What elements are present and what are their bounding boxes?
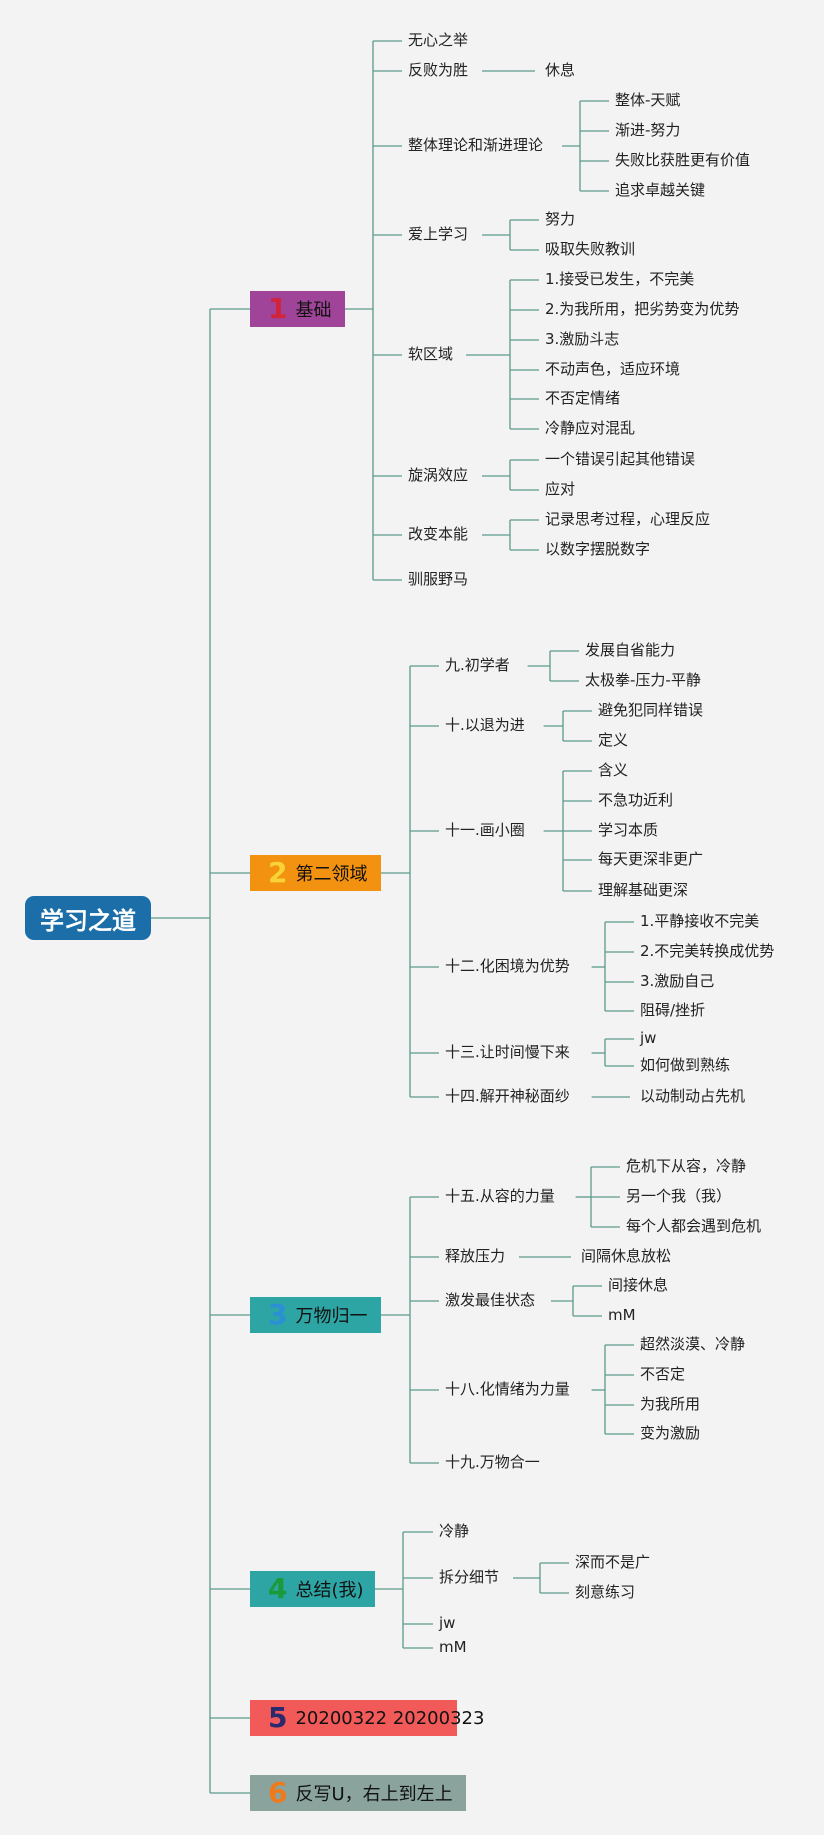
branch-node-1[interactable]: 1 基础	[250, 291, 345, 327]
subtopic-item[interactable]: 间接休息	[608, 1276, 669, 1294]
topic-item[interactable]: 十一.画小圈	[445, 821, 525, 839]
subtopic-item[interactable]: 冷静应对混乱	[545, 419, 636, 437]
branch-label: 反写U，右上到左上	[295, 1784, 453, 1805]
topic-item[interactable]: 激发最佳状态	[445, 1291, 536, 1309]
subtopic-item[interactable]: 失败比获胜更有价值	[615, 151, 751, 169]
branch-number: 1	[268, 292, 288, 325]
topic-item[interactable]: 改变本能	[408, 525, 469, 543]
branch-node-2[interactable]: 2 第二领域	[250, 855, 381, 891]
subtopic-item[interactable]: 学习本质	[598, 821, 659, 839]
topic-item[interactable]: 旋涡效应	[408, 466, 469, 484]
subtopic-item[interactable]: 整体-天赋	[615, 91, 681, 109]
subtopic-item[interactable]: 渐进-努力	[615, 121, 681, 139]
subtopic-item[interactable]: 定义	[598, 731, 629, 749]
topic-item[interactable]: 释放压力	[445, 1247, 506, 1265]
subtopic-item[interactable]: 努力	[545, 210, 576, 228]
topic-item[interactable]: jw	[439, 1614, 456, 1632]
branch-node-5[interactable]: 5 20200322 20200323	[250, 1700, 484, 1736]
topic-item[interactable]: 整体理论和渐进理论	[408, 136, 544, 154]
topic-item[interactable]: mM	[439, 1638, 467, 1656]
subtopic-item[interactable]: 3.激励斗志	[545, 330, 620, 348]
topic-item[interactable]: 十二.化困境为优势	[445, 957, 570, 975]
subtopic-item[interactable]: 1.平静接收不完美	[640, 912, 760, 930]
subtopic-item[interactable]: 休息	[545, 61, 576, 79]
subtopic-item[interactable]: 以数字摆脱数字	[545, 540, 651, 558]
topic-item[interactable]: 无心之举	[408, 31, 469, 49]
topic-item[interactable]: 爱上学习	[408, 225, 469, 243]
branch-label: 总结(我)	[295, 1580, 364, 1601]
subtopic-item[interactable]: 每个人都会遇到危机	[626, 1217, 762, 1235]
topic-item[interactable]: 十五.从容的力量	[445, 1187, 555, 1205]
subtopic-item[interactable]: 2.不完美转换成优势	[640, 942, 775, 960]
subtopic-item[interactable]: 记录思考过程，心理反应	[545, 510, 711, 528]
subtopic-item[interactable]: mM	[608, 1306, 636, 1324]
subtopic-item[interactable]: 以动制动占先机	[640, 1087, 746, 1105]
subtopic-item[interactable]: 间隔休息放松	[581, 1247, 672, 1265]
branch-label: 20200322 20200323	[295, 1707, 485, 1729]
branch-label: 基础	[295, 300, 332, 321]
subtopic-item[interactable]: 刻意练习	[575, 1583, 636, 1601]
topic-item[interactable]: 十八.化情绪为力量	[445, 1380, 570, 1398]
subtopic-item[interactable]: 每天更深非更广	[598, 850, 704, 868]
subtopic-item[interactable]: 如何做到熟练	[640, 1056, 731, 1074]
topic-item[interactable]: 十九.万物合一	[445, 1453, 540, 1471]
branch-number: 4	[268, 1572, 288, 1605]
subtopic-item[interactable]: 另一个我（我）	[626, 1187, 732, 1205]
subtopic-item[interactable]: 追求卓越关键	[615, 181, 706, 199]
root-node[interactable]: 学习之道	[25, 896, 151, 940]
topic-item[interactable]: 软区域	[408, 345, 454, 363]
subtopic-item[interactable]: 1.接受已发生，不完美	[545, 270, 695, 288]
subtopic-item[interactable]: 危机下从容，冷静	[626, 1157, 747, 1175]
subtopic-item[interactable]: 含义	[598, 761, 629, 779]
topic-item[interactable]: 十.以退为进	[445, 716, 525, 734]
branch-number: 5	[268, 1701, 288, 1734]
branch-node-3[interactable]: 3 万物归一	[250, 1297, 381, 1333]
branch-label: 万物归一	[295, 1306, 368, 1327]
branch-node-6[interactable]: 6 反写U，右上到左上	[250, 1775, 466, 1811]
topic-item[interactable]: 反败为胜	[408, 61, 469, 79]
subtopic-item[interactable]: 不急功近利	[598, 791, 674, 809]
subtopic-item[interactable]: 为我所用	[640, 1395, 701, 1413]
subtopic-item[interactable]: 3.激励自己	[640, 972, 715, 990]
subtopic-item[interactable]: 变为激励	[640, 1424, 701, 1442]
subtopic-item[interactable]: 深而不是广	[575, 1553, 651, 1571]
subtopic-item[interactable]: 超然淡漠、冷静	[640, 1335, 746, 1353]
subtopic-item[interactable]: 吸取失败教训	[545, 240, 636, 258]
subtopic-item[interactable]: 理解基础更深	[598, 881, 689, 899]
branch-label: 第二领域	[295, 864, 368, 885]
subtopic-item[interactable]: jw	[640, 1029, 657, 1047]
subtopic-item[interactable]: 一个错误引起其他错误	[545, 450, 696, 468]
subtopic-item[interactable]: 不否定情绪	[545, 389, 621, 407]
branch-number: 3	[268, 1298, 288, 1331]
topic-item[interactable]: 十三.让时间慢下来	[445, 1043, 570, 1061]
subtopic-item[interactable]: 太极拳-压力-平静	[585, 671, 701, 689]
subtopic-item[interactable]: 2.为我所用，把劣势变为优势	[545, 300, 740, 318]
subtopic-item[interactable]: 应对	[545, 480, 576, 498]
topic-item[interactable]: 九.初学者	[445, 656, 510, 674]
branch-number: 6	[268, 1776, 288, 1809]
topic-item[interactable]: 十四.解开神秘面纱	[445, 1087, 570, 1105]
topic-item[interactable]: 冷静	[439, 1522, 470, 1540]
subtopic-item[interactable]: 发展自省能力	[585, 641, 676, 659]
subtopic-item[interactable]: 阻碍/挫折	[640, 1001, 706, 1019]
subtopic-item[interactable]: 避免犯同样错误	[598, 701, 704, 719]
subtopic-item[interactable]: 不动声色，适应环境	[545, 360, 681, 378]
subtopic-item[interactable]: 不否定	[640, 1365, 686, 1383]
topic-item[interactable]: 拆分细节	[439, 1568, 500, 1586]
topic-item[interactable]: 驯服野马	[408, 570, 469, 588]
branch-number: 2	[268, 856, 288, 889]
branch-node-4[interactable]: 4 总结(我)	[250, 1571, 375, 1607]
